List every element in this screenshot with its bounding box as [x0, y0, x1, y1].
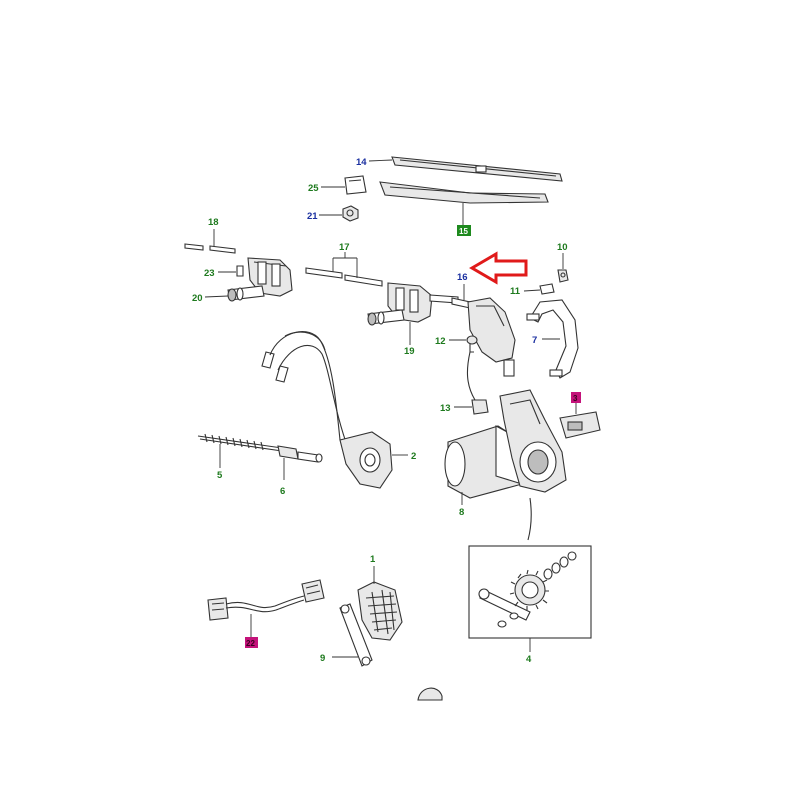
drive-cable-part[interactable]	[197, 433, 283, 452]
callout-14: 14	[356, 157, 367, 168]
callout-7: 7	[532, 335, 537, 346]
callout-13: 13	[440, 403, 451, 414]
link-arm-part[interactable]	[339, 603, 373, 667]
drive-rack-part[interactable]	[451, 297, 516, 377]
callout-18: 18	[208, 217, 219, 228]
callout-20: 20	[192, 293, 203, 304]
bolt-part[interactable]	[557, 269, 569, 283]
callout-3-box	[571, 392, 581, 403]
right-wheelbox-part[interactable]	[367, 282, 459, 326]
callout-15-box	[457, 225, 471, 236]
wiper-motor-part[interactable]	[444, 389, 567, 541]
callout-3: 3	[573, 394, 578, 403]
grommet-part[interactable]	[466, 335, 478, 353]
wire-clip-part[interactable]	[471, 399, 489, 415]
callout-5: 5	[217, 470, 223, 481]
gear-kit-inset[interactable]	[468, 545, 592, 639]
callout-21: 21	[307, 211, 318, 222]
wiper-arm-part[interactable]	[379, 181, 549, 204]
partial-part	[417, 687, 443, 701]
wiring-harness[interactable]	[261, 331, 349, 449]
callout-22-box	[245, 637, 258, 648]
grille-cover-part[interactable]	[357, 581, 403, 641]
callout-25: 25	[308, 183, 319, 194]
cable-tube-part[interactable]	[305, 267, 383, 287]
cable-bracket-part[interactable]	[339, 431, 393, 489]
callout-10: 10	[557, 242, 568, 253]
clip-part[interactable]	[236, 265, 244, 277]
callout-12: 12	[435, 336, 446, 347]
callout-9: 9	[320, 653, 325, 664]
callout-2: 2	[411, 451, 416, 462]
pivot-pin-part[interactable]	[184, 243, 236, 254]
callout-1: 8	[459, 507, 464, 518]
callout-22: 22	[246, 639, 255, 648]
motor-strap-part[interactable]	[526, 299, 579, 379]
cable-ferrule-part[interactable]	[277, 445, 323, 463]
callout-11: 11	[510, 286, 521, 297]
callout-17: 17	[339, 242, 350, 253]
callout-4: 4	[526, 654, 532, 665]
screw-part[interactable]	[539, 283, 555, 295]
nut-part[interactable]	[342, 205, 359, 222]
left-wheelbox-part[interactable]	[227, 257, 293, 302]
callout-16: 16	[457, 272, 468, 283]
callout-15: 15	[459, 227, 468, 236]
callout-6: 6	[280, 486, 285, 497]
highlight-arrow	[469, 251, 528, 285]
callout-8: 1	[370, 554, 376, 565]
connector-lead-part[interactable]	[207, 579, 325, 621]
arm-cap-part[interactable]	[344, 175, 367, 195]
callout-19: 19	[404, 346, 415, 357]
callout-23: 23	[204, 268, 215, 279]
wiper-blade-part[interactable]	[391, 156, 563, 182]
bracket-part[interactable]	[559, 411, 601, 439]
